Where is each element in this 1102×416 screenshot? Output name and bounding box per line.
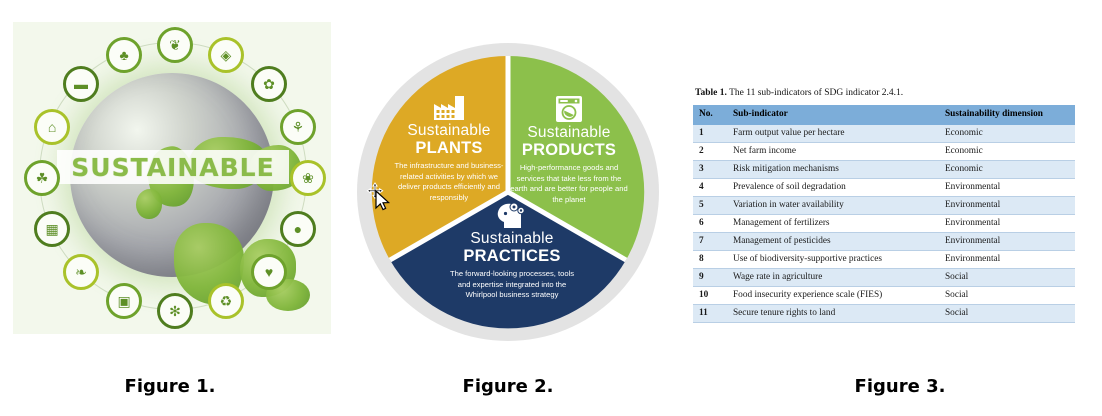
- battery-eco-icon: ▣: [106, 282, 143, 319]
- tree-pine-icon: ♣: [106, 37, 143, 74]
- cell-dimension: Environmental: [945, 181, 1001, 192]
- cell-sub-indicator: Use of biodiversity-supportive practices: [733, 253, 882, 264]
- table-header-row: No. Sub-indicator Sustainability dimensi…: [693, 104, 1075, 125]
- cell-no: 1: [699, 127, 704, 138]
- cell-sub-indicator: Wage rate in agriculture: [733, 271, 823, 282]
- figure-3-caption: Figure 3.: [854, 376, 946, 397]
- figure-1-caption: Figure 1.: [124, 376, 216, 397]
- sustainable-text-band: SUSTAINABLE: [57, 150, 289, 184]
- column-header-sub-indicator: Sub-indicator: [727, 104, 939, 125]
- segment-products-description: High-performance goods and services that…: [510, 162, 628, 205]
- cell-no: 9: [699, 271, 704, 282]
- cell-no: 10: [699, 289, 709, 300]
- washing-machine-icon: [556, 96, 582, 122]
- heart-eco-icon: ♥: [251, 254, 287, 290]
- cell-no: 5: [699, 199, 704, 210]
- segment-plants-line1: Sustainable: [407, 122, 491, 139]
- cell-dimension: Environmental: [945, 253, 1001, 264]
- table-caption-text: The 11 sub-indicators of SDG indicator 2…: [726, 88, 904, 98]
- solar-panel-icon: ▦: [34, 210, 71, 247]
- cell-sub-indicator: Food insecurity experience scale (FIES): [733, 289, 883, 300]
- cell-sub-indicator: Risk mitigation mechanisms: [733, 163, 839, 174]
- table-row: 8 Use of biodiversity-supportive practice…: [693, 250, 1075, 269]
- figure-1-globe-infographic: SUSTAINABLE ❦ ◈✿ ⚘ ❀ ● ♥♻ ✻ ▣❧ ▦ ☘ ⌂ ▬♣: [13, 22, 331, 334]
- segment-practices[interactable]: Sustainable PRACTICES The forward-lookin…: [445, 201, 579, 301]
- landmass-shape: [136, 189, 162, 219]
- sustainable-text: SUSTAINABLE: [71, 152, 275, 182]
- table-row: 9 Wage rate in agriculture Social: [693, 268, 1075, 287]
- segment-products[interactable]: Sustainable PRODUCTS High-performance go…: [509, 95, 629, 206]
- cell-dimension: Social: [945, 289, 969, 300]
- globe-leaf-icon: ✿: [251, 66, 287, 102]
- figure-3-table: Table 1. The 11 sub-indicators of SDG in…: [693, 88, 1077, 324]
- cell-no: 11: [699, 307, 708, 318]
- cell-dimension: Social: [945, 307, 969, 318]
- table-row: 11 Secure tenure rights to land Social: [693, 304, 1075, 322]
- cell-no: 7: [699, 235, 704, 246]
- table-row: 4 Prevalence of soil degradation Environme…: [693, 178, 1075, 197]
- figure-2-caption: Figure 2.: [462, 376, 554, 397]
- cell-sub-indicator: Management of pesticides: [733, 235, 831, 246]
- cell-sub-indicator: Prevalence of soil degradation: [733, 181, 846, 192]
- table-row: 5 Variation in water availability Environm…: [693, 196, 1075, 215]
- segment-practices-description: The forward-looking processes, tools and…: [449, 268, 575, 300]
- cell-no: 2: [699, 145, 704, 156]
- sun-energy-icon: ✻: [157, 293, 193, 329]
- table-row: 3 Risk mitigation mechanisms Economic: [693, 160, 1075, 179]
- globe-illustration: SUSTAINABLE ❦ ◈✿ ⚘ ❀ ● ♥♻ ✻ ▣❧ ▦ ☘ ⌂ ▬♣: [13, 22, 331, 334]
- table-row: 1 Farm output value per hectare Economic: [693, 124, 1075, 143]
- wind-turbine-icon: ⚘: [279, 109, 316, 146]
- segment-products-line2: PRODUCTS: [521, 141, 617, 160]
- cell-dimension: Social: [945, 271, 969, 282]
- car-eco-icon: ▬: [63, 66, 99, 102]
- segment-products-line1: Sustainable: [527, 124, 611, 141]
- recycle-icon: ♻: [207, 282, 244, 319]
- table-row: 10 Food insecurity experience scale (FIES…: [693, 286, 1075, 305]
- cell-sub-indicator: Variation in water availability: [733, 199, 844, 210]
- cell-dimension: Environmental: [945, 217, 1001, 228]
- move-cursor: [366, 182, 391, 211]
- column-header-no: No.: [693, 104, 727, 125]
- cell-no: 8: [699, 253, 704, 264]
- cell-sub-indicator: Management of fertilizers: [733, 217, 830, 228]
- wedge-separators: [388, 56, 628, 263]
- leaf-drop-icon: ❦: [157, 27, 193, 63]
- column-header-dimension: Sustainability dimension: [939, 104, 1075, 125]
- cell-sub-indicator: Net farm income: [733, 145, 796, 156]
- factory-icon: [434, 96, 464, 120]
- head-gears-icon: [497, 202, 525, 228]
- segment-practices-line2: PRACTICES: [463, 247, 561, 266]
- segment-plants-line2: PLANTS: [415, 139, 483, 158]
- plant-sprout-icon: ❀: [290, 160, 326, 196]
- lightbulb-eco-icon: ●: [279, 210, 316, 247]
- leaf-icon: ❧: [63, 254, 99, 290]
- table-row: 7 Management of pesticides Environmental: [693, 232, 1075, 251]
- segment-plants-description: The infrastructure and business-related …: [394, 160, 504, 203]
- cell-dimension: Economic: [945, 127, 983, 138]
- sub-indicators-table: No. Sub-indicator Sustainability dimensi…: [693, 104, 1075, 323]
- table-caption-label: Table 1.: [695, 88, 727, 98]
- table-row: 6 Management of fertilizers Environmental: [693, 214, 1075, 233]
- cell-no: 4: [699, 181, 704, 192]
- cell-dimension: Economic: [945, 145, 983, 156]
- tree-icon: ☘: [24, 160, 60, 196]
- cell-dimension: Environmental: [945, 235, 1001, 246]
- cell-no: 3: [699, 163, 704, 174]
- cell-no: 6: [699, 217, 704, 228]
- pie-segments: [371, 55, 645, 329]
- segment-plants[interactable]: Sustainable PLANTS The infrastructure an…: [389, 95, 509, 204]
- cell-dimension: Environmental: [945, 199, 1001, 210]
- cell-sub-indicator: Farm output value per hectare: [733, 127, 845, 138]
- cell-dimension: Economic: [945, 163, 983, 174]
- figure-2-pie-infographic: Sustainable PLANTS The infrastructure an…: [357, 43, 659, 341]
- table-caption: Table 1. The 11 sub-indicators of SDG in…: [695, 88, 1077, 100]
- segment-practices-line1: Sustainable: [470, 230, 554, 247]
- water-drop-icon: ◈: [207, 37, 244, 74]
- table-row: 2 Net farm income Economic: [693, 142, 1075, 161]
- cell-sub-indicator: Secure tenure rights to land: [733, 307, 836, 318]
- factory-green-icon: ⌂: [34, 109, 71, 146]
